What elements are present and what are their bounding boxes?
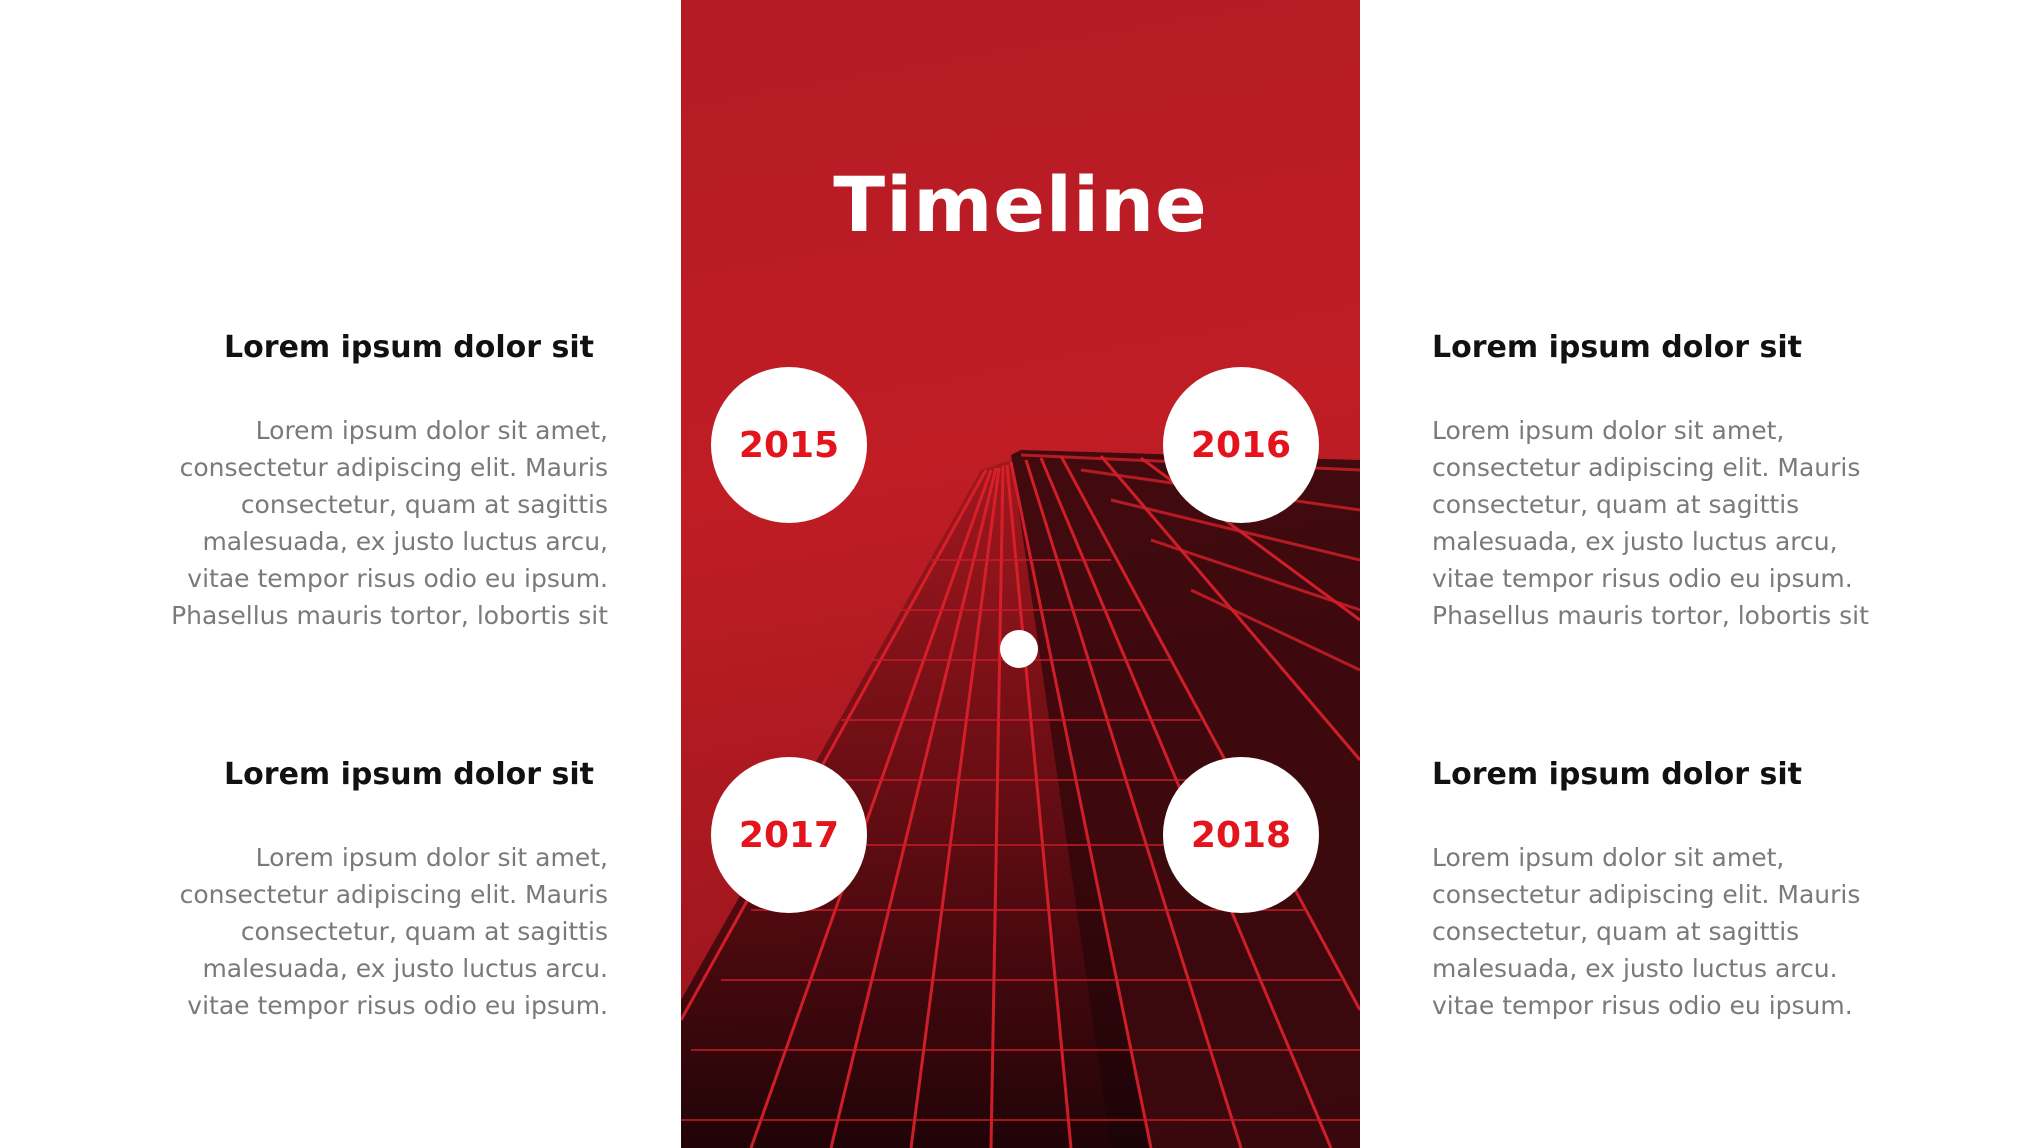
skyscraper-image [681, 450, 1360, 1148]
block-heading: Lorem ipsum dolor sit [224, 757, 594, 792]
year-2015-circle: 2015 [711, 367, 867, 523]
timeline-block-2015: Lorem ipsum dolor sit Lorem ipsum dolor … [168, 328, 608, 634]
year-2016-circle: 2016 [1163, 367, 1319, 523]
timeline-block-2018: Lorem ipsum dolor sit Lorem ipsum dolor … [1432, 755, 1872, 1024]
center-dot [1000, 630, 1038, 668]
timeline-block-2016: Lorem ipsum dolor sit Lorem ipsum dolor … [1432, 328, 1872, 634]
year-2017-circle: 2017 [711, 757, 867, 913]
block-body: Lorem ipsum dolor sit amet, consectetur … [179, 843, 608, 1020]
block-body: Lorem ipsum dolor sit amet, consectetur … [1432, 843, 1861, 1020]
block-body: Lorem ipsum dolor sit amet, consectetur … [171, 416, 608, 630]
block-heading: Lorem ipsum dolor sit [1432, 757, 1802, 792]
page-title: Timeline [833, 160, 1208, 249]
building-image-panel: Timeline [681, 0, 1360, 1148]
year-2018-circle: 2018 [1163, 757, 1319, 913]
block-heading: Lorem ipsum dolor sit [224, 330, 594, 365]
timeline-block-2017: Lorem ipsum dolor sit Lorem ipsum dolor … [168, 755, 608, 1024]
block-heading: Lorem ipsum dolor sit [1432, 330, 1802, 365]
block-body: Lorem ipsum dolor sit amet, consectetur … [1432, 416, 1869, 630]
